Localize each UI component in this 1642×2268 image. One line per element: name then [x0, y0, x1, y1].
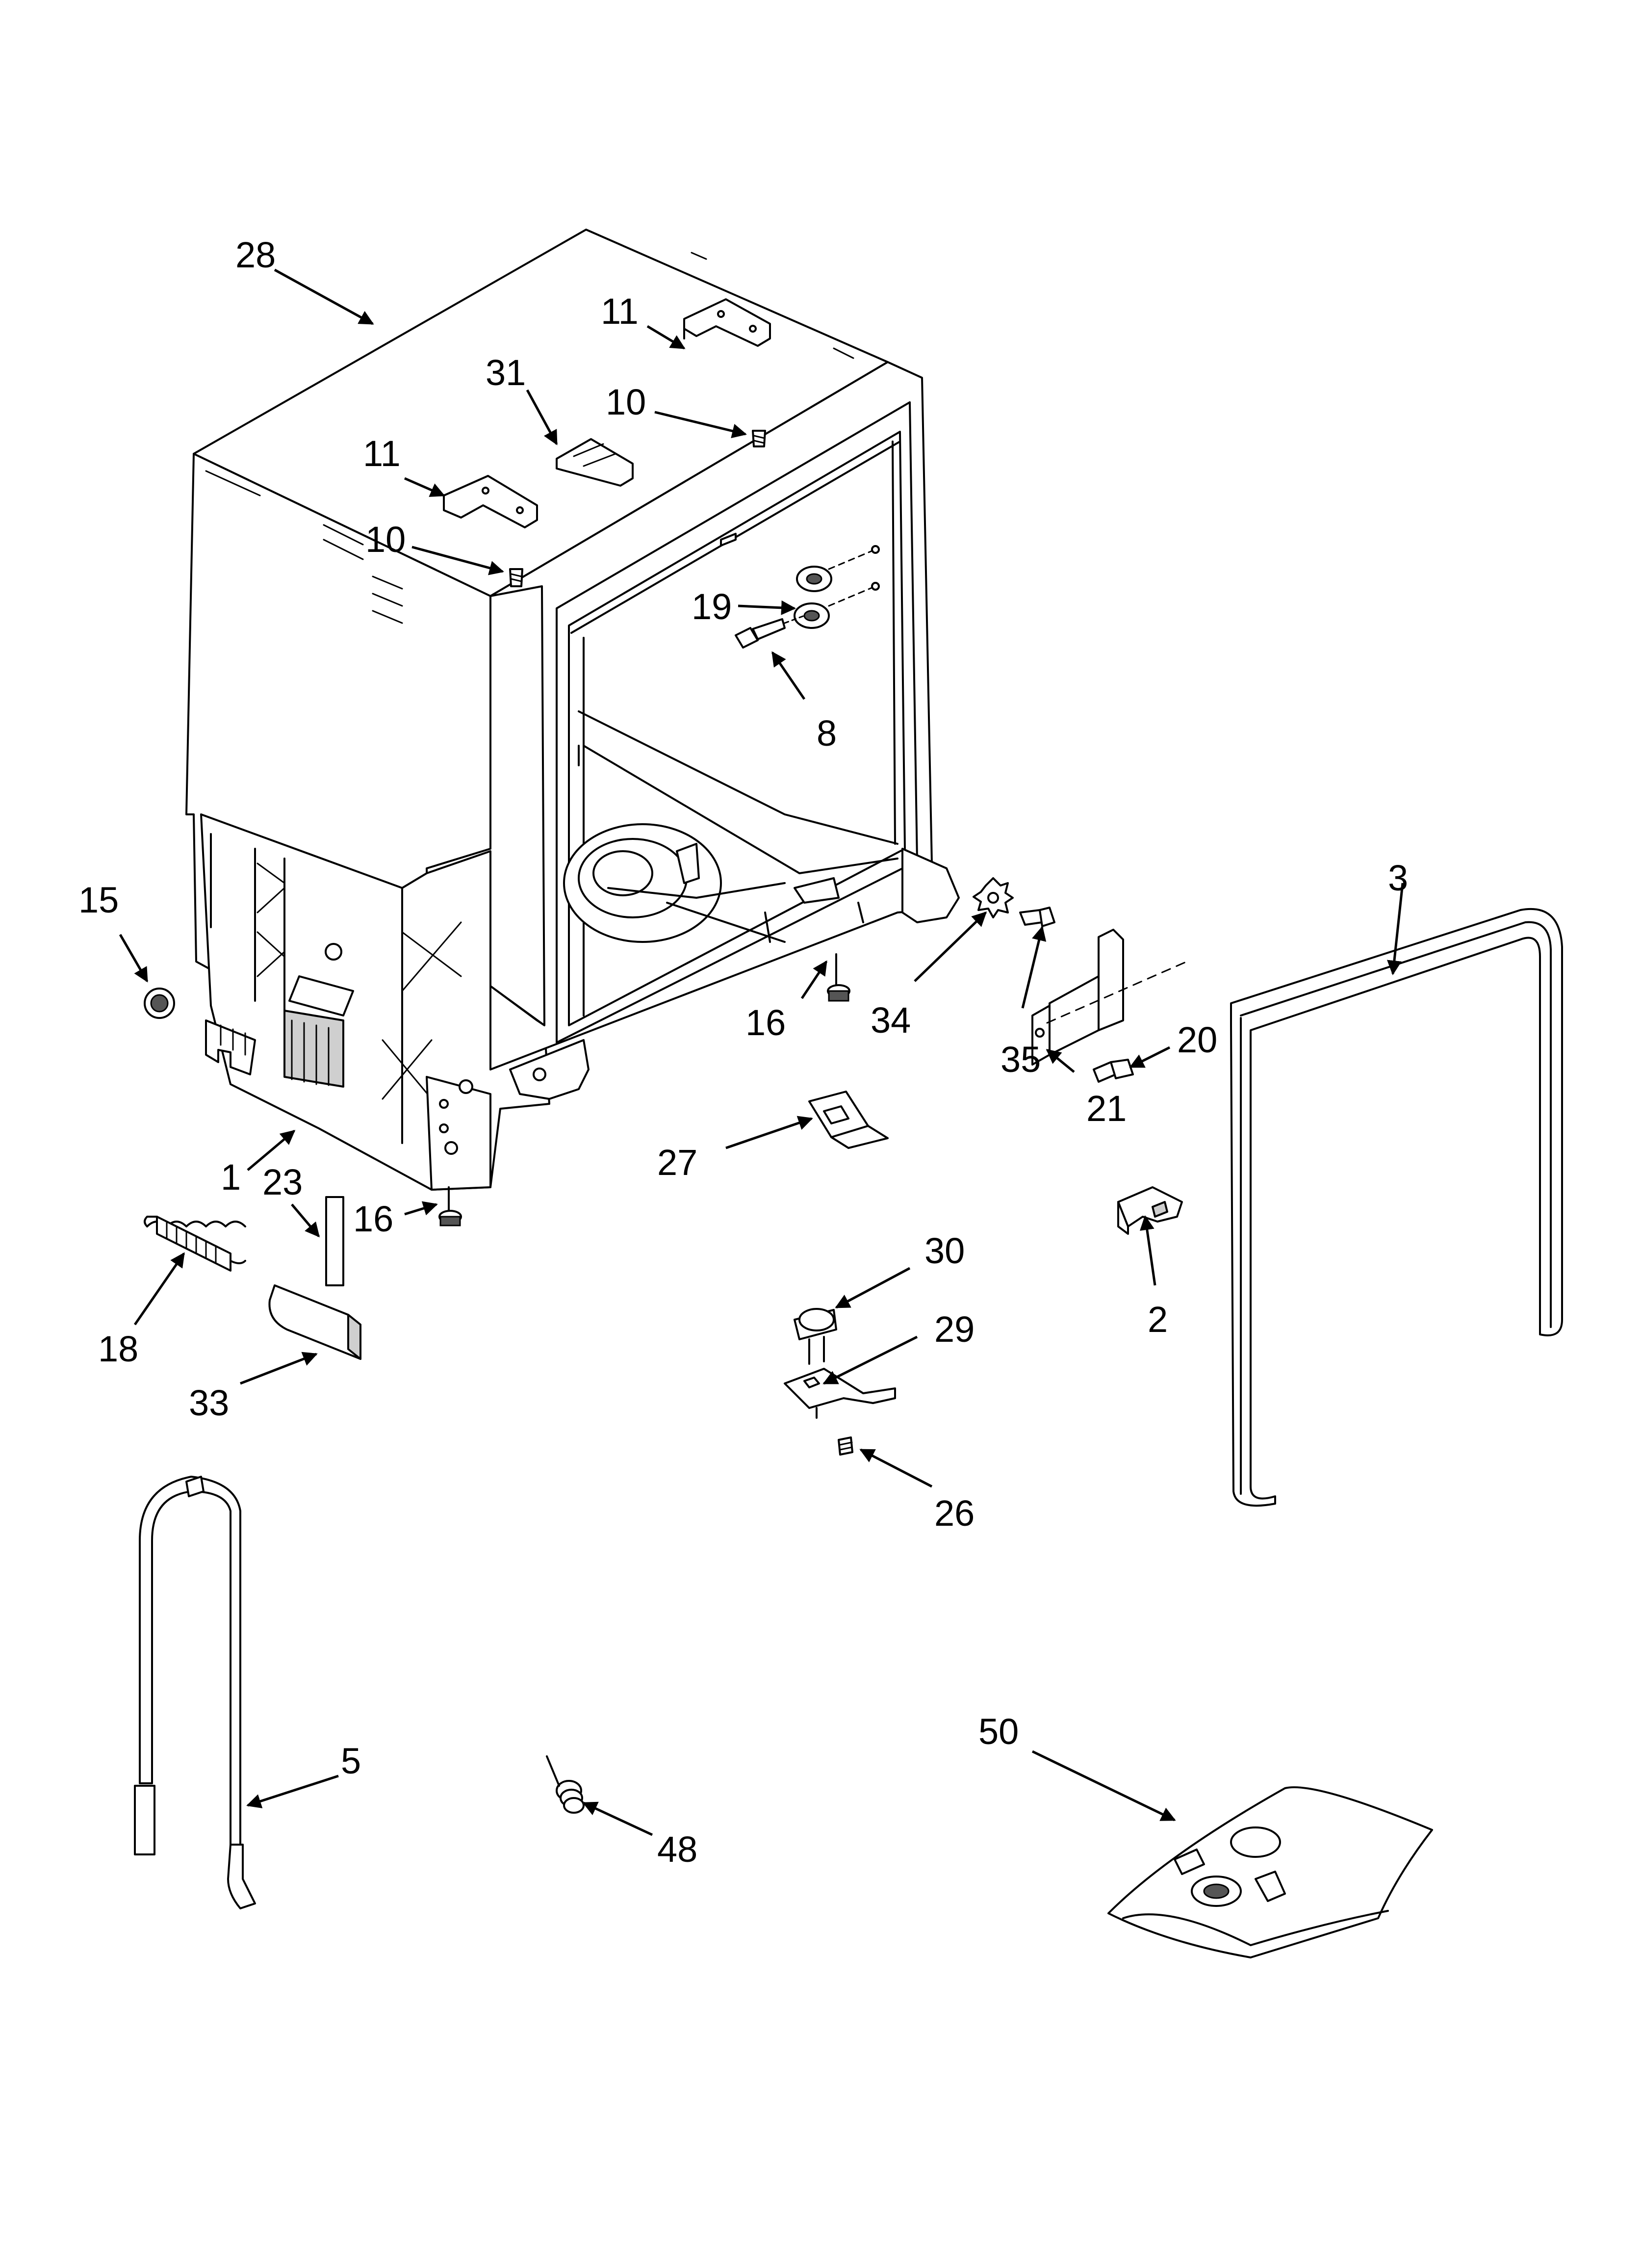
callout-18: 18 [98, 1329, 138, 1369]
callout-30: 30 [924, 1230, 965, 1271]
clip-part-2 [1117, 1186, 1183, 1235]
callout-31: 31 [486, 352, 526, 393]
foot-part-16-center [827, 953, 850, 1002]
callout-11-top: 11 [601, 291, 639, 332]
screw-part-20 [1093, 1059, 1134, 1083]
callout-leaders [119, 268, 1404, 1836]
callout-28: 28 [235, 235, 276, 275]
spring-part-18 [144, 1216, 246, 1272]
callout-1: 1 [221, 1157, 241, 1198]
callout-8: 8 [817, 713, 837, 754]
star-nut-part-34 [973, 877, 1014, 918]
callout-10-left: 10 [365, 519, 406, 560]
callout-19: 19 [692, 586, 732, 627]
callout-35: 35 [1001, 1039, 1041, 1080]
callout-15: 15 [78, 880, 119, 920]
hose-part-5 [134, 1476, 256, 1909]
bracket-part-21 [1031, 929, 1188, 1066]
callout-21: 21 [1086, 1088, 1127, 1129]
callout-10-top: 10 [606, 382, 646, 422]
grommet-part-15 [144, 988, 175, 1019]
callout-16-center: 16 [745, 1002, 786, 1043]
screw-part-8 [735, 615, 805, 649]
screw-part-26 [838, 1436, 853, 1456]
callout-29: 29 [934, 1309, 975, 1350]
tub-assembly [185, 229, 960, 1191]
callout-23: 23 [262, 1162, 303, 1202]
callout-2: 2 [1148, 1299, 1168, 1340]
screw-part-10-top [752, 430, 766, 447]
callout-50: 50 [978, 1711, 1019, 1752]
strip-part-23 [325, 1196, 344, 1286]
callout-16-left: 16 [353, 1199, 393, 1239]
roller-part-19 [794, 545, 880, 629]
bracket-part-11-top [683, 298, 771, 347]
bracket-part-11-left [443, 475, 538, 528]
callout-27: 27 [657, 1142, 697, 1183]
door-gasket-part-3 [1230, 908, 1563, 1507]
thermostat-assembly-part-29-30 [784, 1308, 896, 1419]
callout-48: 48 [657, 1829, 697, 1870]
callout-11-left: 11 [363, 433, 401, 474]
callout-3: 3 [1388, 858, 1408, 898]
clamp-part-48 [546, 1755, 585, 1814]
parts-bag-part-50 [1107, 1786, 1433, 1958]
foot-part-16-left [438, 1186, 462, 1226]
clip-part-27 [808, 1091, 889, 1149]
callout-33: 33 [189, 1382, 229, 1423]
screw-part-10-left [509, 568, 523, 587]
callout-labels: 28 11 31 10 11 10 19 8 15 3 16 34 20 35 … [78, 235, 1408, 1870]
screw-part-35 [1019, 907, 1055, 927]
callout-26: 26 [934, 1493, 975, 1534]
cover-part-33 [268, 1284, 361, 1360]
callout-5: 5 [341, 1741, 361, 1781]
plate-part-31 [556, 438, 634, 487]
callout-20: 20 [1177, 1019, 1217, 1060]
callout-34: 34 [871, 1000, 911, 1041]
